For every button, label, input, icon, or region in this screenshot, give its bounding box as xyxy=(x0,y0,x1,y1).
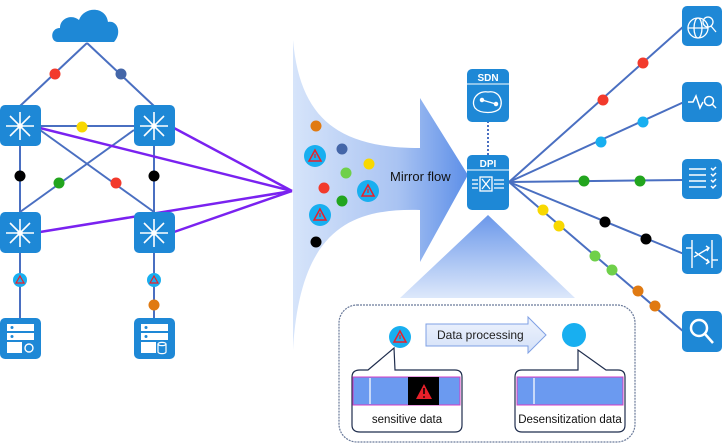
alert-packet xyxy=(357,180,379,202)
dpi-device[interactable]: DPI xyxy=(467,155,509,210)
server-app[interactable] xyxy=(0,318,41,359)
tool-web-inspect[interactable] xyxy=(682,6,722,46)
packet-red xyxy=(110,177,122,189)
sensitive-packet xyxy=(389,326,411,348)
data-processing-arrow: Data processing xyxy=(425,315,547,355)
data-bar xyxy=(352,376,461,406)
access-switch-left[interactable] xyxy=(0,212,41,253)
mirror-flow-label: Mirror flow xyxy=(390,169,451,184)
server-db[interactable] xyxy=(134,318,175,359)
packet-black xyxy=(14,170,26,182)
switch-icon xyxy=(140,219,168,247)
switch-icon xyxy=(6,112,34,140)
checklist-icon xyxy=(689,166,717,190)
data-bar xyxy=(516,376,624,406)
packet-red xyxy=(49,68,61,80)
packet-yellow xyxy=(76,121,88,133)
link-core-left-access-right xyxy=(39,129,155,213)
globe-search-icon xyxy=(687,16,717,39)
packet-black xyxy=(148,170,160,182)
tool-load-balance[interactable] xyxy=(682,234,722,274)
left-packets xyxy=(13,68,161,311)
sensitive-data-callout: sensitive data xyxy=(351,346,463,433)
alert-packet xyxy=(304,145,326,167)
access-switch-right[interactable] xyxy=(134,212,175,253)
sensitive-data-label: sensitive data xyxy=(372,414,443,426)
desensitized-data-label: Desensitization data xyxy=(518,414,622,426)
database-icon xyxy=(157,341,167,355)
pulse-search-icon xyxy=(688,94,717,110)
dpi-detail-projection xyxy=(400,215,575,298)
link-core-right-access-left xyxy=(19,129,135,213)
dpi-inspect-icon xyxy=(472,176,504,192)
svg-text:SDN: SDN xyxy=(477,73,498,84)
desensitized-packet xyxy=(562,323,586,347)
tool-log-audit[interactable] xyxy=(682,159,722,199)
network-links xyxy=(19,42,155,318)
right-packets xyxy=(537,57,661,312)
switch-icon xyxy=(140,112,168,140)
sdn-brain-icon xyxy=(472,91,502,114)
funnel-packets xyxy=(304,120,379,248)
svg-text:DPI: DPI xyxy=(480,159,497,170)
packet-orange xyxy=(148,299,160,311)
mirror-links xyxy=(39,126,293,234)
alert-packet xyxy=(13,273,27,287)
core-switch-right[interactable] xyxy=(134,105,175,146)
packet-navy xyxy=(115,68,127,80)
packet-green xyxy=(53,177,65,189)
alert-packet xyxy=(309,204,331,226)
mirror-flow-arrow xyxy=(293,40,468,350)
exchange-arrows-icon xyxy=(686,240,718,268)
switch-icon xyxy=(6,219,34,247)
svg-text:Data processing: Data processing xyxy=(437,328,524,342)
tool-traffic-analysis[interactable] xyxy=(682,82,722,122)
alert-packet xyxy=(147,273,161,287)
sdn-controller[interactable]: SDN xyxy=(467,69,509,122)
magnifier-icon xyxy=(689,318,714,344)
cloud-icon[interactable] xyxy=(52,9,119,42)
core-switch-left[interactable] xyxy=(0,105,41,146)
gear-icon xyxy=(24,343,34,353)
desensitized-data-callout: Desensitization data xyxy=(514,348,626,433)
tool-search[interactable] xyxy=(682,311,722,352)
